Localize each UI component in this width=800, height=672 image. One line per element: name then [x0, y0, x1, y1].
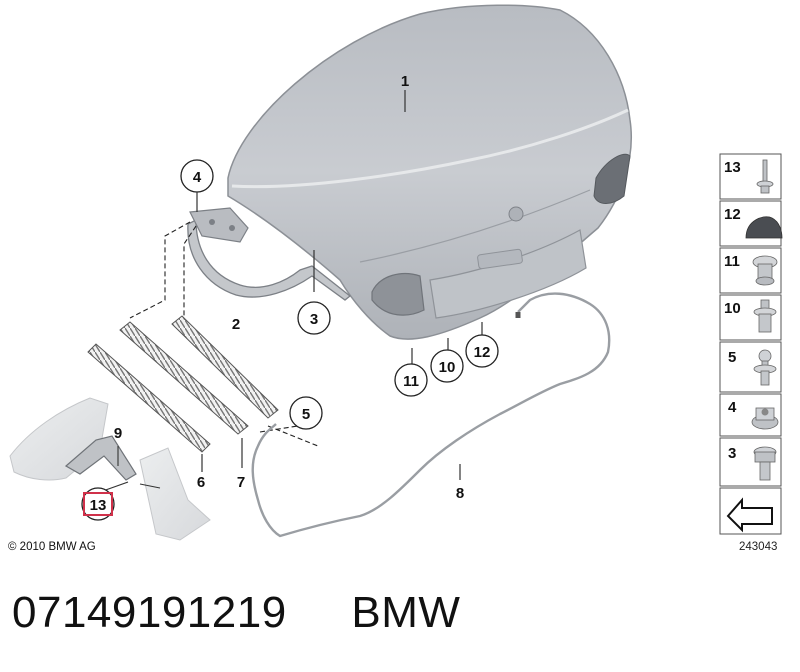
legend-arrow-box — [719, 487, 782, 535]
nut-icon — [751, 407, 779, 430]
callout-9-label: 9 — [114, 425, 122, 442]
callout-10[interactable]: 10 — [430, 349, 464, 383]
callout-7-label: 7 — [237, 474, 245, 491]
legend-label-11: 11 — [724, 253, 740, 270]
callout-3[interactable]: 3 — [297, 301, 331, 335]
ghost-brackets — [9, 397, 211, 541]
legend-label-13: 13 — [724, 159, 741, 176]
trunk-lid — [227, 4, 632, 366]
expanding-rivet-icon — [752, 255, 778, 286]
callout-13-highlighted[interactable]: 13 — [81, 487, 115, 521]
callout-13-label: 13 — [90, 497, 107, 514]
brand-name: BMW — [351, 588, 461, 637]
legend-item-10[interactable]: 10 — [719, 294, 782, 341]
legend-item-12[interactable]: 12 — [719, 200, 783, 247]
clip-fastener-icon — [753, 299, 777, 333]
part-number-line: 07149191219 BMW — [12, 588, 460, 638]
arrow-icon — [726, 497, 773, 533]
callout-11-label: 11 — [403, 373, 419, 390]
legend-label-4: 4 — [728, 399, 737, 416]
callout-3-label: 3 — [310, 311, 318, 328]
wiring-cable — [251, 292, 611, 538]
legend-label-5: 5 — [728, 349, 736, 366]
highlight-box — [83, 492, 113, 516]
callout-1[interactable]: 1 — [401, 73, 409, 112]
legend-item-13[interactable]: 13 — [719, 153, 782, 200]
part-number: 07149191219 — [12, 588, 287, 637]
diagram-reference-number: 243043 — [739, 541, 778, 553]
legend-label-3: 3 — [728, 445, 736, 462]
callout-11[interactable]: 11 — [394, 363, 428, 397]
legend-item-5[interactable]: 5 — [719, 341, 782, 393]
hex-bolt-icon — [753, 446, 777, 481]
callout-8[interactable]: 8 — [456, 485, 464, 502]
legend-item-4[interactable]: 4 — [719, 393, 782, 437]
callout-10-label: 10 — [439, 359, 456, 376]
callout-4-label: 4 — [193, 169, 202, 186]
spring-7 — [171, 315, 279, 468]
legend-item-3[interactable]: 3 — [719, 437, 782, 487]
callout-9[interactable]: 9 — [114, 425, 122, 442]
callout-5[interactable]: 5 — [289, 396, 323, 430]
callout-12[interactable]: 12 — [465, 334, 499, 368]
callout-2[interactable]: 2 — [232, 316, 240, 333]
rubber-cap-icon — [745, 216, 783, 239]
legend-label-10: 10 — [724, 300, 741, 317]
callout-1-label: 1 — [401, 73, 409, 90]
parts-legend: 13 12 11 10 — [719, 153, 783, 535]
callout-12-label: 12 — [474, 344, 491, 361]
callout-7[interactable]: 7 — [237, 474, 245, 491]
spring-6 — [87, 321, 249, 472]
copyright-text: © 2010 BMW AG — [8, 541, 96, 553]
legend-label-12: 12 — [724, 206, 741, 223]
callout-4[interactable]: 4 — [180, 159, 214, 212]
screw-icon — [756, 159, 774, 194]
callout-6[interactable]: 6 — [197, 474, 205, 491]
callout-2-label: 2 — [232, 316, 240, 333]
legend-item-11[interactable]: 11 — [719, 247, 782, 294]
callout-5-label: 5 — [302, 406, 310, 423]
callout-8-label: 8 — [456, 485, 464, 502]
callout-6-label: 6 — [197, 474, 205, 491]
ball-stud-icon — [753, 349, 777, 386]
trunk-hinge — [187, 207, 352, 301]
